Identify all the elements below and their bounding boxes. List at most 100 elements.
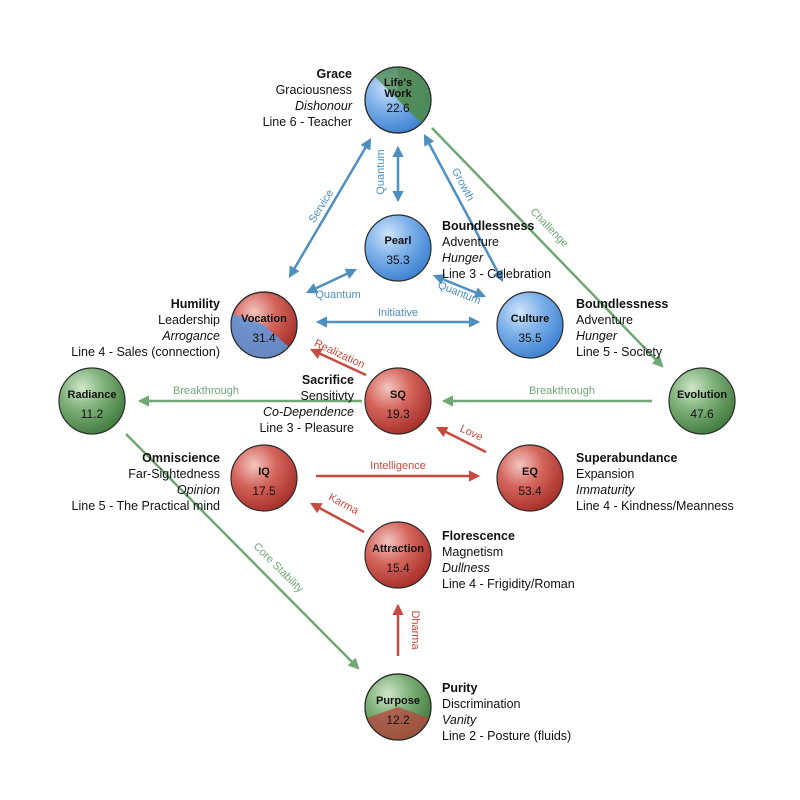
block-shadow: Hunger <box>576 329 618 343</box>
node-iq[interactable]: IQ 17.5 <box>230 444 298 512</box>
block-title: Boundlessness <box>576 297 668 311</box>
edge-label-intelligence: Intelligence <box>370 460 426 472</box>
arrow-service <box>288 138 372 278</box>
text-block-humility: Humility Leadership Arrogance Line 4 - S… <box>71 297 220 359</box>
node-name: Life's <box>384 77 412 89</box>
text-block-omniscience: Omniscience Far-Sightedness Opinion Line… <box>72 451 220 513</box>
node-value: 19.3 <box>386 407 410 421</box>
block-line: Line 2 - Posture (fluids) <box>442 729 571 743</box>
node-value: 11.2 <box>81 407 104 421</box>
block-shadow: Immaturity <box>576 483 635 497</box>
block-title: Florescence <box>442 529 515 543</box>
node-name: Culture <box>511 313 550 325</box>
edge-label-initiative: Initiative <box>378 307 418 319</box>
node-name: EQ <box>522 466 538 478</box>
block-gift: Expansion <box>576 467 634 481</box>
edge-label-growth: Growth <box>449 166 476 203</box>
edge-label-breakthrough-left: Breakthrough <box>173 385 239 397</box>
arrows-layer <box>125 127 664 670</box>
block-title: Superabundance <box>576 451 677 465</box>
block-line: Line 5 - The Practical mind <box>72 499 220 513</box>
block-title: Humility <box>171 297 220 311</box>
node-value: 17.5 <box>252 484 276 498</box>
text-block-superabundance: Superabundance Expansion Immaturity Line… <box>576 451 734 513</box>
node-name: Radiance <box>68 389 117 401</box>
arrow-quantum-left <box>305 268 358 294</box>
block-title: Grace <box>317 67 352 81</box>
arrow-realization <box>309 348 367 377</box>
node-name: Evolution <box>677 389 727 401</box>
node-name: Purpose <box>376 695 420 707</box>
block-shadow: Co-Dependence <box>263 405 354 419</box>
node-name: SQ <box>390 389 406 401</box>
edge-label-quantum-right: Quantum <box>436 279 482 307</box>
node-radiance[interactable]: Radiance 11.2 <box>58 367 126 435</box>
block-line: Line 4 - Sales (connection) <box>71 345 220 359</box>
node-value: 15.4 <box>386 561 410 575</box>
block-gift: Sensitivty <box>301 389 355 403</box>
block-title: Omniscience <box>142 451 220 465</box>
node-eq[interactable]: EQ 53.4 <box>496 444 564 512</box>
block-gift: Magnetism <box>442 545 503 559</box>
block-gift: Leadership <box>158 313 220 327</box>
block-title: Purity <box>442 681 477 695</box>
node-vocation[interactable]: Vocation 31.4 <box>230 291 298 359</box>
block-title: Sacrifice <box>302 373 354 387</box>
block-shadow: Dishonour <box>295 99 353 113</box>
node-name: Attraction <box>372 543 424 555</box>
node-purpose[interactable]: Purpose 12.2 <box>364 673 432 741</box>
block-shadow: Hunger <box>442 251 484 265</box>
block-line: Line 3 - Pleasure <box>259 421 354 435</box>
node-evolution[interactable]: Evolution 47.6 <box>668 367 736 435</box>
edge-label-quantum-top: Quantum <box>375 149 387 194</box>
block-gift: Far-Sightedness <box>128 467 220 481</box>
node-value: 35.5 <box>518 331 542 345</box>
node-lifes-work[interactable]: Life's Work 22.6 <box>364 66 432 134</box>
node-name: Vocation <box>241 313 287 325</box>
block-shadow: Vanity <box>442 713 477 727</box>
node-name: Pearl <box>385 235 412 247</box>
block-line: Line 4 - Kindness/Meanness <box>576 499 734 513</box>
arrow-growth <box>423 134 504 282</box>
arrow-core-stability <box>125 433 360 670</box>
text-block-florescence: Florescence Magnetism Dullness Line 4 - … <box>442 529 575 591</box>
text-block-pearl: Boundlessness Adventure Hunger Line 3 - … <box>442 219 551 281</box>
block-gift: Adventure <box>576 313 633 327</box>
edge-label-breakthrough-right: Breakthrough <box>529 385 595 397</box>
text-block-grace: Grace Graciousness Dishonour Line 6 - Te… <box>263 67 353 129</box>
node-value: 31.4 <box>252 331 276 345</box>
block-gift: Adventure <box>442 235 499 249</box>
block-shadow: Arrogance <box>161 329 220 343</box>
node-pearl[interactable]: Pearl 35.3 <box>364 214 432 282</box>
node-name: IQ <box>258 466 270 478</box>
text-block-sacrifice: Sacrifice Sensitivty Co-Dependence Line … <box>259 373 354 435</box>
node-name: Work <box>384 88 412 100</box>
node-value: 53.4 <box>518 484 542 498</box>
arrow-challenge <box>431 127 664 368</box>
block-gift: Graciousness <box>276 83 352 97</box>
edge-label-quantum-left: Quantum <box>315 289 360 301</box>
node-value: 12.2 <box>386 713 410 727</box>
node-value: 22.6 <box>386 101 410 115</box>
arrow-quantum-right <box>432 274 487 298</box>
edge-label-dharma: Dharma <box>409 610 421 650</box>
arrow-love <box>435 426 487 454</box>
block-line: Line 5 - Society <box>576 345 663 359</box>
block-line: Line 3 - Celebration <box>442 267 551 281</box>
nodes-layer: Life's Work 22.6 Pearl 35.3 Vocation 31.… <box>58 66 736 741</box>
block-line: Line 4 - Frigidity/Roman <box>442 577 575 591</box>
node-attraction[interactable]: Attraction 15.4 <box>364 521 432 589</box>
text-block-purity: Purity Discrimination Vanity Line 2 - Po… <box>442 681 571 743</box>
block-gift: Discrimination <box>442 697 521 711</box>
node-value: 47.6 <box>690 407 714 421</box>
arrow-karma <box>310 502 365 534</box>
block-line: Line 6 - Teacher <box>263 115 352 129</box>
node-value: 35.3 <box>386 253 410 267</box>
block-shadow: Opinion <box>177 483 220 497</box>
node-culture[interactable]: Culture 35.5 <box>496 291 564 359</box>
block-title: Boundlessness <box>442 219 534 233</box>
node-sq[interactable]: SQ 19.3 <box>364 367 432 435</box>
block-shadow: Dullness <box>442 561 490 575</box>
text-block-culture: Boundlessness Adventure Hunger Line 5 - … <box>576 297 668 359</box>
